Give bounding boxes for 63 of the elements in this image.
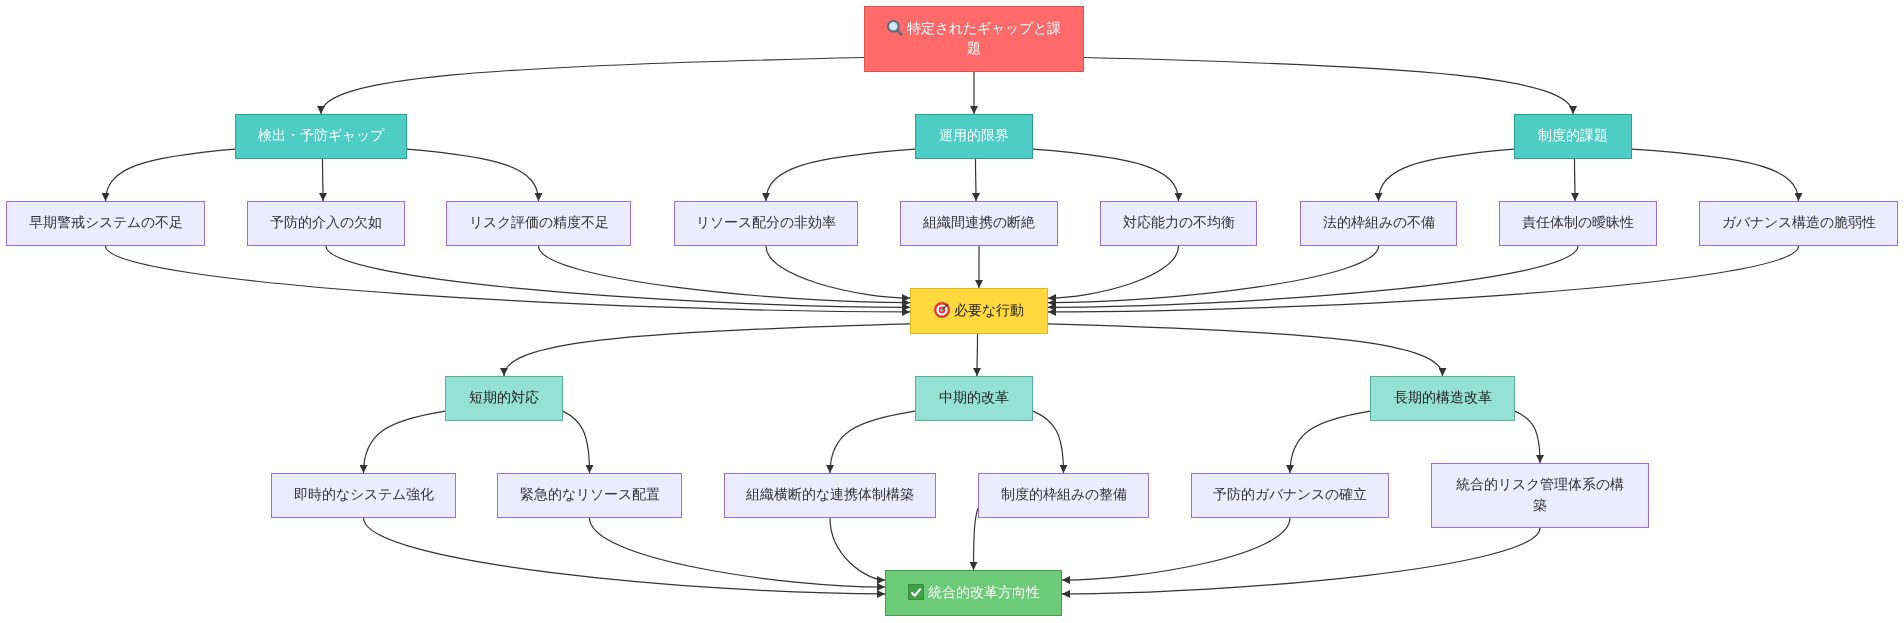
process-box: 予防的介入の欠如 (247, 201, 405, 246)
arrow (588, 517, 886, 591)
arrow (1032, 148, 1182, 202)
arrow (320, 56, 865, 115)
process-box: 責任体制の曖昧性 (1499, 201, 1657, 246)
process-box: 法的枠組みの不備 (1300, 201, 1457, 246)
arrow (765, 245, 911, 302)
arrow (562, 410, 594, 474)
arrow (973, 333, 981, 377)
arrow (1514, 410, 1544, 464)
process-box: リソース配分の非効率 (674, 201, 858, 246)
process-box: 緊急的なリソース配置 (497, 473, 682, 518)
arrow (1286, 410, 1371, 474)
arrow (502, 323, 911, 377)
arrow (1061, 517, 1291, 584)
process-box: 統合的リスク管理体系の構築 (1431, 463, 1649, 528)
process-box (910, 288, 1048, 334)
arrow (1047, 245, 1380, 307)
label-text: 統合的改革方向性 (927, 584, 1040, 600)
arrow (762, 148, 916, 202)
arrow (975, 245, 983, 289)
process-box: 検出・予防ギャップ (235, 114, 407, 159)
arrow (102, 148, 236, 202)
arrow (406, 148, 542, 202)
process-box: 早期警戒システムの不足 (6, 201, 205, 246)
arrow (1083, 56, 1575, 115)
process-box: 中期的改革 (915, 376, 1033, 421)
arrow (970, 71, 978, 115)
process-box: 組織横断的な連携体制構築 (724, 473, 936, 518)
arrow (826, 410, 916, 474)
arrow (319, 158, 327, 202)
process-box: 運用的限界 (915, 114, 1033, 159)
arrow (829, 517, 886, 584)
arrow (1061, 527, 1541, 598)
arrow (104, 245, 911, 316)
arrow (537, 245, 911, 307)
process-box: 予防的ガバナンスの確立 (1191, 473, 1389, 518)
arrow (972, 158, 980, 202)
process-box: 制度的枠組みの整備 (978, 473, 1149, 518)
label-text: 必要な行動 (954, 302, 1024, 318)
process-box: リスク評価の精度不足 (446, 201, 631, 246)
process-box (885, 570, 1062, 616)
label-text: 特定されたギャップと課題 (907, 20, 1061, 56)
arrow (1571, 158, 1579, 202)
process-box: 制度的課題 (1514, 114, 1632, 159)
arrow (1047, 245, 1579, 312)
process-box: ガバナンス構造の脆弱性 (1699, 201, 1898, 246)
arrow (969, 507, 979, 571)
arrow (1032, 410, 1068, 474)
arrow (1047, 245, 1180, 302)
arrow (325, 245, 911, 312)
arrow (362, 517, 886, 598)
process-box: 短期的対応 (445, 376, 563, 421)
arrow (1375, 148, 1515, 202)
arrow (1047, 245, 1800, 316)
process-box: 組織間連携の断絶 (900, 201, 1058, 246)
process-box: 長期的構造改革 (1370, 376, 1515, 421)
arrow (359, 410, 446, 474)
arrow (1047, 323, 1444, 377)
process-box: 対応能力の不均衡 (1100, 201, 1257, 246)
process-box (864, 6, 1084, 72)
arrow (1631, 148, 1802, 202)
process-box: 即時的なシステム強化 (271, 473, 456, 518)
